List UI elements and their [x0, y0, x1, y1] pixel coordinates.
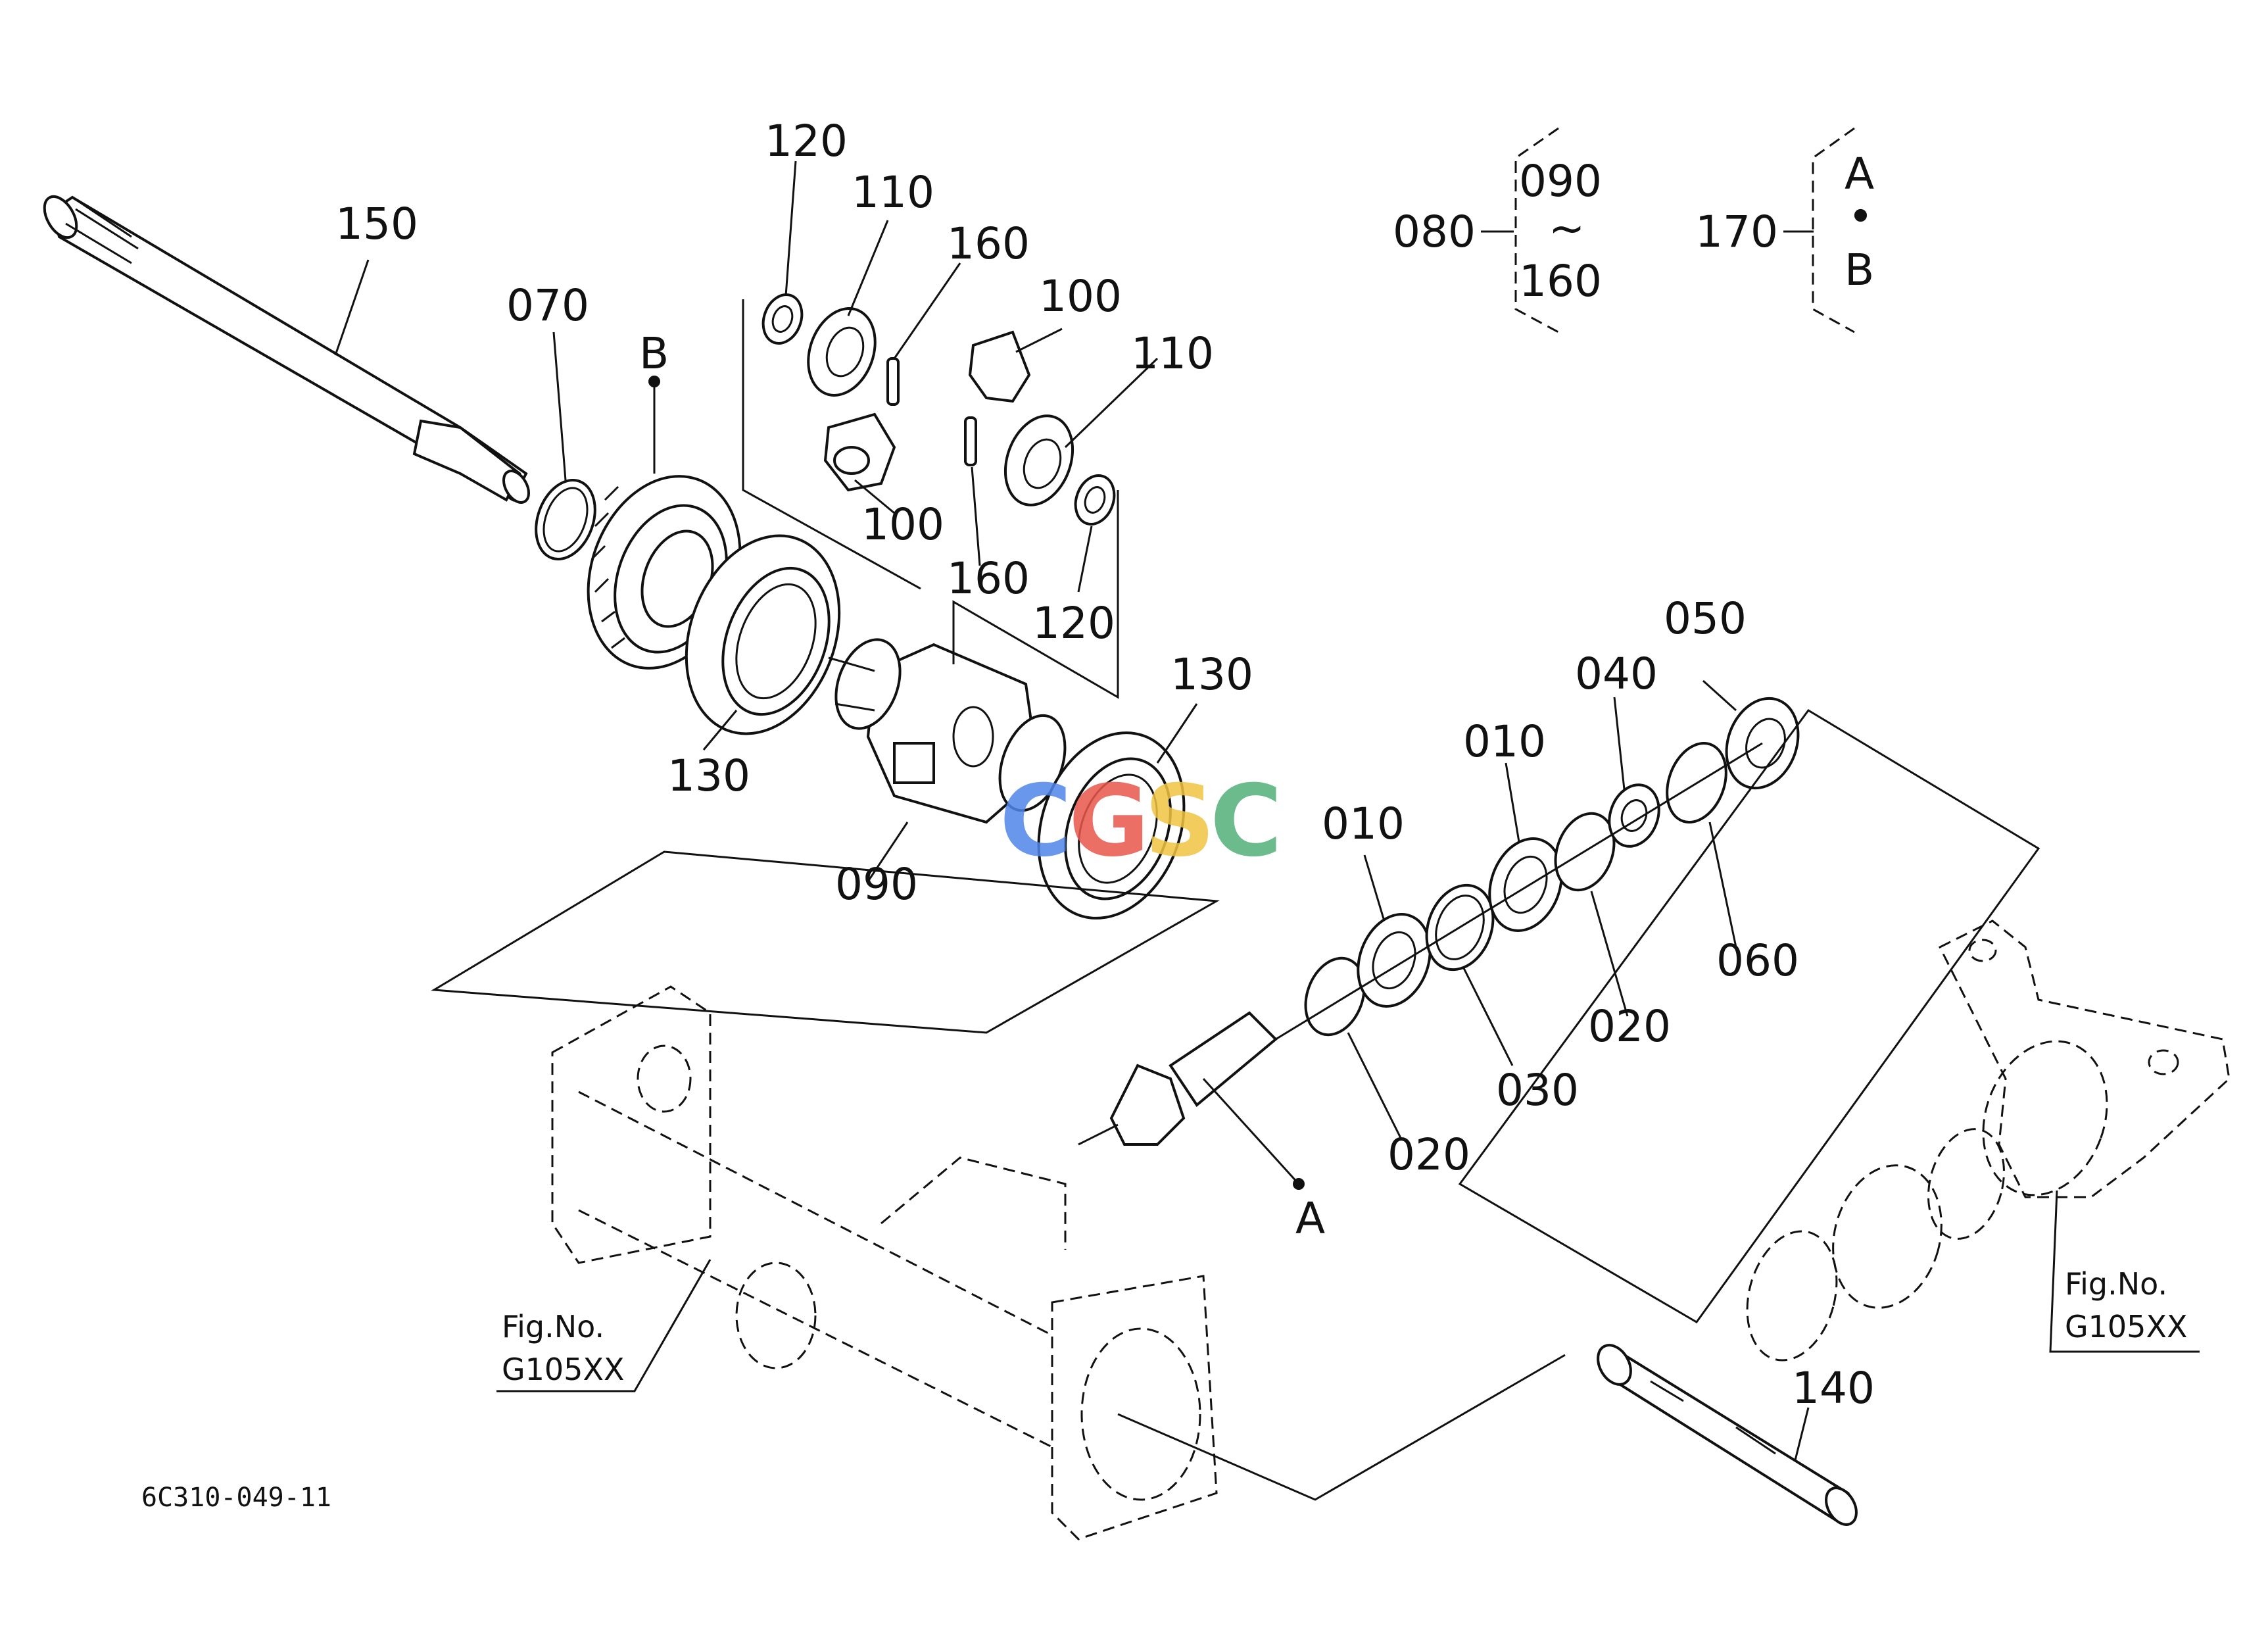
bevel-pinion-A [1078, 1011, 1278, 1146]
diff-internals-bracket [742, 299, 1119, 699]
pin-160-bottom [964, 416, 977, 466]
watermark-letter-2: G [1069, 764, 1149, 879]
side-gear-110-right [1003, 414, 1074, 506]
label-B: B [639, 328, 669, 379]
fig-ref-right: Fig.No. G105XX [2049, 1190, 2200, 1353]
dot-B [648, 376, 660, 387]
label-050: 050 [1664, 593, 1747, 644]
collar-020-lower [1304, 956, 1366, 1037]
right-axle-bracket [1938, 920, 2231, 1198]
watermark-letter-1: C [1000, 764, 1072, 879]
fig-ref-left: Fig.No. G105XX [496, 1259, 712, 1392]
bearing-010-upper [1488, 837, 1563, 932]
label-010-upper: 010 [1463, 716, 1546, 767]
housing-frame-right [1458, 709, 2040, 1323]
label-120-top: 120 [765, 116, 848, 166]
thrust-washer-120-top [761, 293, 804, 345]
label-020-lower: 020 [1387, 1129, 1470, 1180]
housing-frame-left [431, 850, 1220, 1034]
assembly-group-170: 170 A • B [1695, 127, 1874, 333]
axle-housing [551, 985, 1218, 1540]
label-120-bottom: 120 [1032, 598, 1115, 649]
watermark-letter-3: S [1144, 764, 1215, 879]
thrust-washer-120-bottom [1074, 474, 1116, 526]
label-090: 090 [835, 859, 918, 910]
leader-lines [334, 160, 1810, 1461]
fig-ref-right-line2: G105XX [2065, 1309, 2187, 1344]
label-110-top: 110 [852, 167, 934, 218]
ball-bearing-130-left [685, 534, 841, 735]
label-090-range: 090 [1519, 156, 1602, 207]
side-gear-110-top [807, 307, 877, 397]
watermark-letter-4: C [1210, 764, 1282, 879]
right-seal-parts [1746, 1128, 2006, 1362]
diagram-id: 6C310-049-11 [141, 1483, 331, 1513]
pin-160-top [886, 357, 900, 406]
fig-ref-left-line1: Fig.No. [502, 1309, 604, 1344]
label-100-bottom: 100 [861, 499, 944, 550]
label-B-legend: B [1845, 245, 1874, 295]
label-080: 080 [1393, 207, 1476, 257]
label-170: 170 [1695, 207, 1778, 257]
range-tilde: ~ [1549, 203, 1585, 254]
pinion-axis-line [1275, 742, 1763, 1041]
label-A-legend: A [1845, 149, 1874, 199]
pinion-gear-100-top [968, 330, 1031, 403]
ball-bearing-130-right [1037, 731, 1186, 920]
part-number-labels: 150 070 B 120 110 160 100 110 100 160 12… [335, 116, 1875, 1413]
label-020-upper: 020 [1588, 1001, 1671, 1052]
label-040: 040 [1575, 649, 1658, 699]
label-070: 070 [506, 280, 589, 331]
shaft-140-frame [1117, 1354, 1566, 1501]
bearing-010-lower [1357, 913, 1432, 1008]
label-110-right: 110 [1131, 328, 1214, 379]
fig-ref-left-line2: G105XX [502, 1352, 624, 1387]
nut-040 [1608, 783, 1660, 848]
label-160-top: 160 [947, 218, 1030, 269]
axle-shaft-140 [1597, 1344, 1858, 1526]
cgsc-watermark: C G S C [1000, 764, 1282, 879]
label-160-range: 160 [1519, 256, 1602, 307]
label-160-bottom: 160 [947, 553, 1030, 604]
dot-A [1293, 1178, 1305, 1190]
pinion-gear-100-bottom [823, 412, 896, 492]
label-030: 030 [1496, 1065, 1579, 1116]
label-010-lower: 010 [1322, 799, 1405, 849]
label-130-left: 130 [667, 750, 750, 801]
label-060: 060 [1716, 935, 1799, 986]
label-150: 150 [335, 199, 418, 249]
label-130-right: 130 [1170, 649, 1253, 700]
differential-case-090 [828, 638, 1067, 824]
assembly-group-080: 080 090 ~ 160 [1393, 127, 1602, 333]
label-140: 140 [1792, 1363, 1875, 1413]
label-100-top: 100 [1039, 271, 1122, 322]
snap-ring-070 [535, 478, 596, 561]
axle-shaft-150 [43, 195, 530, 504]
label-A: A [1295, 1193, 1325, 1244]
fig-ref-right-line1: Fig.No. [2065, 1266, 2167, 1302]
legend-dot: • [1848, 191, 1873, 242]
